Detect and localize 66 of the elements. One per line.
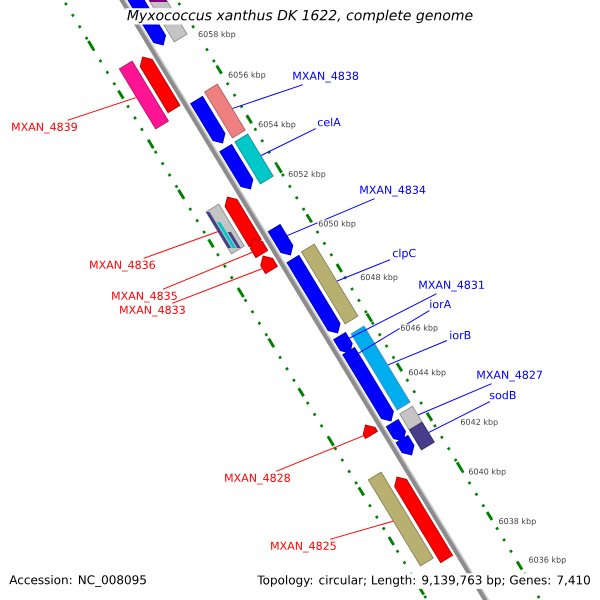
gene-block [250,238,268,258]
title: Myxococcus xanthus DK 1622, complete genome [126,8,474,24]
gene-label: MXAN_4833 [120,306,185,316]
scale-label: 6058 kbp [197,30,236,40]
gene-label: MXAN_4825 [271,542,336,552]
scale-label: 6046 kbp [400,324,439,333]
gene-label: MXAN_4834 [360,186,426,196]
leader-line [232,84,304,109]
gene-block [140,56,181,114]
leader-line [418,383,492,416]
scale-label: 6056 kbp [227,70,266,80]
scale-label: 6036 kbp [528,556,567,565]
scale-label: 6044 kbp [408,368,447,378]
leader-line [428,401,490,433]
gene-block [349,358,394,422]
gene-label: MXAN_4827 [477,370,542,382]
gene-box [399,406,423,430]
gene-block [260,256,278,274]
gene-block [386,418,406,442]
leader-line [358,310,430,354]
leader-line [349,293,438,339]
gene-box [368,472,434,566]
leader-line [172,268,263,304]
gene-label: MXAN_4836 [90,260,156,272]
scale-label: 6038 kbp [498,517,537,526]
leader-line [330,520,394,540]
gene-label: MXAN_4839 [12,122,77,134]
gene-block [333,332,353,354]
gene-box [205,204,245,254]
gene-block [268,224,294,256]
gene-box [234,134,274,184]
gene-label: MXAN_4828 [225,474,290,484]
gene-label: sodB [490,390,516,400]
gene-box [408,422,435,450]
leader-line [143,231,218,259]
gene-block [394,476,454,564]
leader-line [67,97,137,121]
gene-block [395,434,414,456]
gene-box [300,244,358,324]
gene-block [286,254,341,334]
gene-block [190,96,226,144]
gene-block [362,424,378,440]
scale-label: 6042 kbp [460,418,499,428]
gene-block [219,144,254,190]
leader-line [387,340,448,366]
leader-line [260,128,316,156]
gene-box [204,84,246,138]
gene-label: MXAN_4831 [419,280,484,292]
leader-line [336,259,390,282]
leader-line [286,198,375,236]
gene-label: iorA [430,300,452,308]
footer-text: Topology: circular; Length: 9,139,763 bp; Genes: 7,410 [255,573,593,589]
gene-label: iorB [450,330,470,340]
scale-label: 6052 kbp [287,170,326,180]
gene-label: MXAN_4838 [293,72,358,82]
gene-block [224,196,262,248]
scale-label: 6050 kbp [318,220,357,229]
scale-label: 6054 kbp [257,120,296,130]
footer-text: Accession: NC_008095 [7,573,149,589]
gene-label: MXAN_4835 [112,292,177,302]
scale-label: 6040 kbp [468,468,507,477]
leader-line [162,252,253,290]
leader-line [276,435,364,472]
gene-label: clpC [392,248,416,260]
gene-label: celA [318,118,341,126]
scale-label: 6048 kbp [360,273,399,282]
